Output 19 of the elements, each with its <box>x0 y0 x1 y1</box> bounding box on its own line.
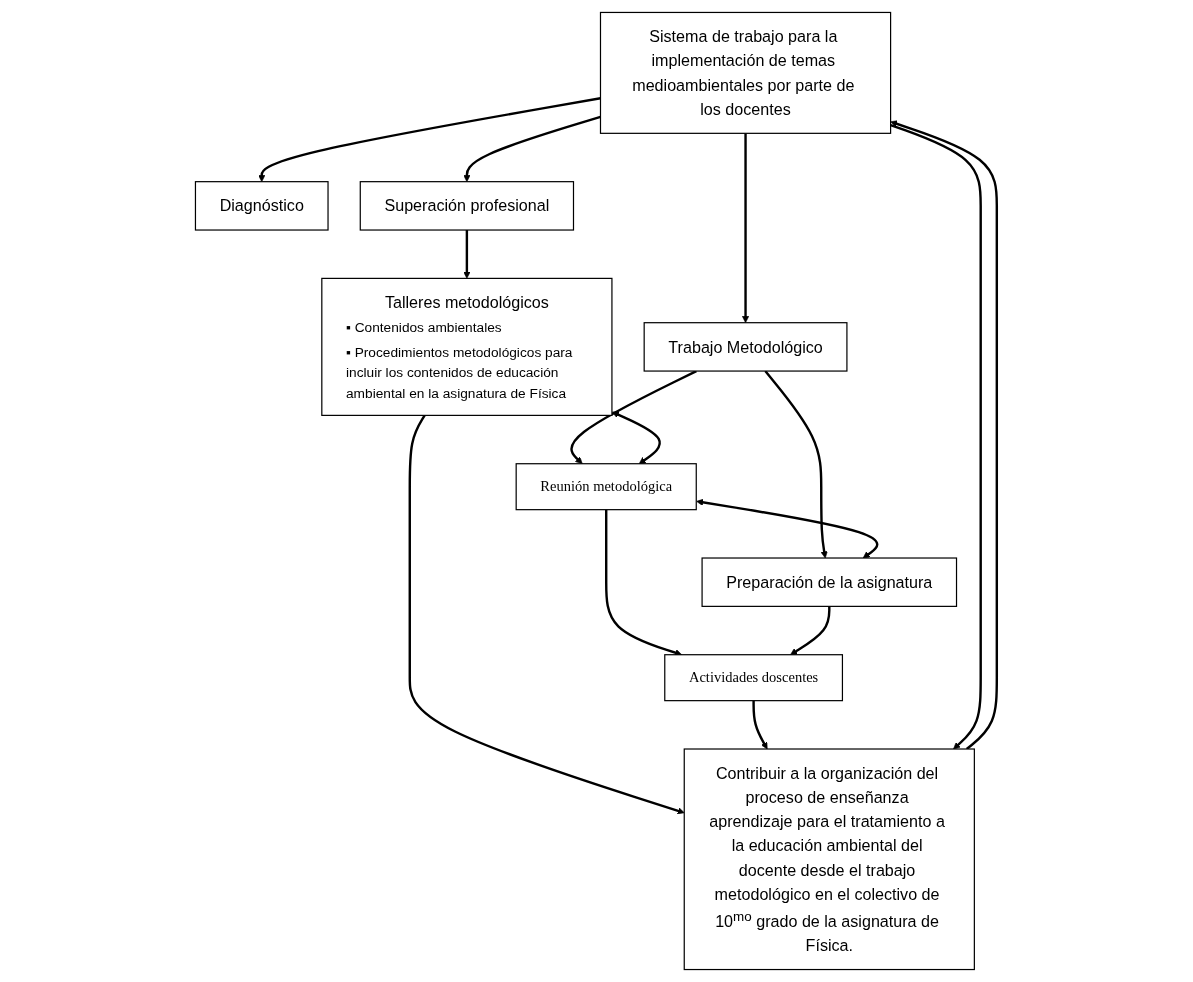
node-box: Talleres metodológicos ▪ Contenidos ambientales ▪ Procedimientos metodológicos para incluir los contenidos de educación ambiental en la asignatura de Física <box>321 277 613 416</box>
arrow <box>408 414 685 815</box>
node-box: Diagnóstico <box>195 181 329 231</box>
arrow <box>764 370 829 559</box>
node-box: Reunión metodológica <box>515 463 698 511</box>
node-box: Preparación de la asignatura <box>701 557 958 607</box>
arrow <box>890 123 983 750</box>
arrow <box>696 498 879 559</box>
arrow <box>790 606 831 656</box>
node-box: Trabajo Metodológico <box>643 322 848 372</box>
node-box: Contribuir a la organización del proceso de enseñanza aprendizaje para el tratamiento a la educación ambiental del docente desde el trabajo metodológico en el colectivo de 10$^{mo}$ grado de la asignatura de Física. <box>684 748 976 971</box>
node-box: Sistema de trabajo para la implementación de temas medioambientales por parte de los docentes <box>600 11 892 134</box>
node-box: Actividades doscentes <box>664 654 844 702</box>
arrow <box>463 230 471 279</box>
arrow <box>742 133 750 324</box>
arrow <box>612 411 662 465</box>
arrow <box>890 120 999 750</box>
arrow <box>752 700 768 750</box>
node-box: Superación profesional <box>360 181 575 231</box>
